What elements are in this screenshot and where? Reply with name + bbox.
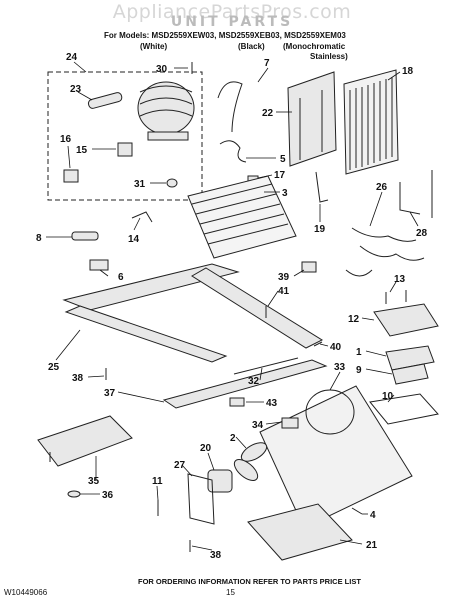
page-number: 15 xyxy=(226,588,235,597)
callout-38-upper: 38 xyxy=(72,373,84,384)
callout-7: 7 xyxy=(264,58,270,69)
document-number: W10449066 xyxy=(4,588,48,597)
part-7-shape xyxy=(217,81,243,133)
callout-31: 31 xyxy=(134,179,146,190)
part-16-shape xyxy=(63,169,79,183)
part-26-shape xyxy=(345,227,425,277)
models-line: For Models: MSD2559XEW03, MSD2559XEB03, … xyxy=(104,31,346,40)
part-5-shape xyxy=(219,140,247,163)
callout-11: 11 xyxy=(152,476,163,487)
callout-19: 19 xyxy=(314,224,326,235)
callout-28: 28 xyxy=(416,228,428,239)
footer-ordering-info: FOR ORDERING INFORMATION REFER TO PARTS … xyxy=(138,577,361,586)
callout-37: 37 xyxy=(104,388,116,399)
part-33-shape xyxy=(259,385,413,529)
leader-lines xyxy=(46,61,419,551)
callout-23: 23 xyxy=(70,84,82,95)
callout-6: 6 xyxy=(118,272,124,283)
callout-24: 24 xyxy=(66,52,78,63)
callout-41: 41 xyxy=(278,286,290,297)
part-31-shape xyxy=(166,178,178,188)
callout-1: 1 xyxy=(356,347,362,358)
part-2-shape xyxy=(233,442,268,481)
callout-34: 34 xyxy=(252,420,264,431)
part-8-shape xyxy=(71,231,99,241)
callout-25: 25 xyxy=(48,362,60,373)
page-title: UNIT PARTS xyxy=(170,14,294,30)
variant-monochromatic: (Monochromatic xyxy=(283,42,346,51)
part-15-shape xyxy=(117,142,133,157)
part-18-shape xyxy=(343,69,399,175)
callout-10: 10 xyxy=(382,391,394,402)
part-3-shape xyxy=(187,175,297,259)
callout-40: 40 xyxy=(330,342,342,353)
callout-13: 13 xyxy=(394,274,406,285)
callout-14: 14 xyxy=(128,234,140,245)
callout-16: 16 xyxy=(60,134,72,145)
part-25-shape xyxy=(62,263,324,363)
callout-35: 35 xyxy=(88,476,100,487)
callout-39: 39 xyxy=(278,272,290,283)
callout-9: 9 xyxy=(356,365,362,376)
callout-8: 8 xyxy=(36,233,42,244)
part-36-shape xyxy=(67,490,81,498)
callout-20: 20 xyxy=(200,443,212,454)
variant-stainless: Stainless) xyxy=(310,52,348,61)
part-12-shape xyxy=(373,303,439,337)
part-35-shape xyxy=(37,415,133,467)
callout-38-lower: 38 xyxy=(210,550,222,561)
callout-33: 33 xyxy=(334,362,346,373)
callout-18: 18 xyxy=(402,66,414,77)
part-27-shape xyxy=(187,473,215,525)
callout-15: 15 xyxy=(76,145,88,156)
callout-36: 36 xyxy=(102,490,114,501)
callout-5: 5 xyxy=(280,154,286,165)
callout-43: 43 xyxy=(266,398,278,409)
part-37-shape xyxy=(162,359,328,409)
callout-17: 17 xyxy=(274,170,286,181)
callout-3: 3 xyxy=(282,188,288,199)
variant-white: (White) xyxy=(140,42,168,51)
part-10-shape xyxy=(369,393,439,425)
callout-32: 32 xyxy=(248,376,260,387)
variant-black: (Black) xyxy=(238,42,265,51)
callout-21: 21 xyxy=(366,540,378,551)
part-23-shape xyxy=(87,92,123,109)
callout-27: 27 xyxy=(174,460,186,471)
callout-22: 22 xyxy=(262,108,274,119)
callout-2: 2 xyxy=(230,433,236,444)
part-6-shape xyxy=(89,259,109,271)
callout-30: 30 xyxy=(156,64,168,75)
callout-4: 4 xyxy=(370,510,376,521)
callout-26: 26 xyxy=(376,182,388,193)
part-21-shape xyxy=(247,503,353,561)
callout-12: 12 xyxy=(348,314,360,325)
part-22-shape xyxy=(287,71,337,167)
compressor-group-box xyxy=(47,71,203,201)
watermark: AppliancePartsPros.com xyxy=(112,1,352,23)
part-20-shape xyxy=(207,469,233,493)
